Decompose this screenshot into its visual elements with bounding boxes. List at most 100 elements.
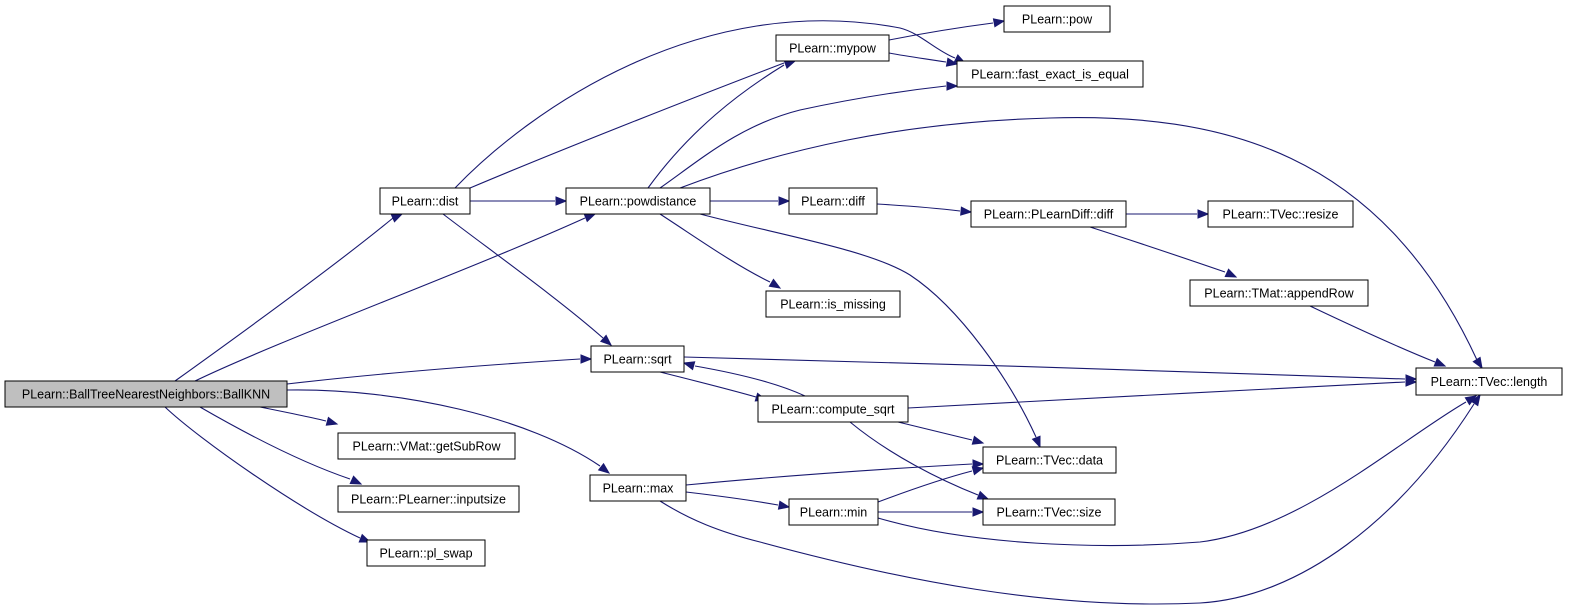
node-inputsize[interactable]: PLearn::PLearner::inputsize (337, 485, 520, 513)
node-label: PLearn::diff (801, 195, 865, 209)
arrowhead-icon (778, 196, 791, 206)
arrowhead-icon (682, 361, 696, 371)
edge-mypow-to-pow (888, 18, 1006, 41)
edge-dist-to-mypow (469, 58, 797, 189)
edge-min-to-data (877, 466, 985, 503)
arrowhead-icon (768, 278, 782, 289)
node-length[interactable]: PLearn::TVec::length (1415, 367, 1563, 396)
node-label: PLearn::compute_sqrt (772, 403, 896, 417)
arrowhead-icon (1433, 357, 1447, 367)
edge-computesqrt-to-length (907, 377, 1418, 409)
arrowhead-icon (946, 81, 959, 91)
node-mypow[interactable]: PLearn::mypow (775, 34, 890, 62)
edge-powdistance-to-fexact (659, 81, 959, 189)
edge-dist-to-sqrt (442, 213, 613, 346)
node-data[interactable]: PLearn::TVec::data (982, 446, 1117, 474)
node-resize[interactable]: PLearn::TVec::resize (1207, 200, 1354, 228)
arrowhead-icon (972, 459, 985, 469)
edge-min-to-size (878, 507, 985, 517)
node-label: PLearn::PLearnDiff::diff (984, 208, 1114, 222)
node-powdistance[interactable]: PLearn::powdistance (565, 187, 711, 215)
nodes-layer: PLearn::BallTreeNearestNeighbors::BallKN… (4, 5, 1563, 567)
edge-ballknn-to-plswap (164, 406, 372, 543)
node-dist[interactable]: PLearn::dist (379, 187, 471, 215)
node-ballknn: PLearn::BallTreeNearestNeighbors::BallKN… (4, 380, 288, 408)
node-computesqrt[interactable]: PLearn::compute_sqrt (757, 395, 909, 423)
edge-sqrt-to-length (683, 356, 1418, 384)
node-size[interactable]: PLearn::TVec::size (982, 498, 1116, 526)
edge-ballknn-to-powdistance (194, 213, 597, 382)
arrowhead-icon (1197, 209, 1210, 219)
edge-powdistance-to-diff (710, 196, 791, 206)
node-label: PLearn::powdistance (580, 195, 697, 209)
node-appendrow[interactable]: PLearn::TMat::appendRow (1189, 279, 1369, 307)
edge-powdistance-to-length (679, 117, 1483, 370)
arrowhead-icon (390, 213, 404, 223)
node-label: PLearn::TVec::resize (1222, 208, 1338, 222)
arrowhead-icon (1405, 377, 1418, 387)
edge-pldiff-to-appendrow (1089, 226, 1238, 278)
node-plswap[interactable]: PLearn::pl_swap (366, 539, 486, 567)
node-label: PLearn::VMat::getSubRow (353, 440, 502, 454)
edge-diff-to-pldiff (876, 203, 973, 216)
arrowhead-icon (992, 18, 1006, 28)
arrowhead-icon (580, 354, 593, 364)
arrowhead-icon (583, 213, 597, 223)
node-label: PLearn::pl_swap (379, 547, 472, 561)
arrowhead-icon (1031, 435, 1041, 449)
arrowhead-icon (972, 507, 985, 517)
edge-max-to-data (685, 459, 985, 486)
edge-ballknn-to-sqrt (286, 354, 593, 385)
node-pow[interactable]: PLearn::pow (1003, 5, 1111, 33)
node-label: PLearn::mypow (789, 42, 877, 56)
arrowhead-icon (599, 334, 613, 346)
edges-layer (164, 18, 1483, 605)
node-label: PLearn::TMat::appendRow (1204, 287, 1354, 301)
node-ismissing[interactable]: PLearn::is_missing (765, 290, 901, 318)
arrowhead-icon (971, 466, 985, 476)
edge-powdistance-to-mypow (647, 60, 797, 189)
arrowhead-icon (1464, 395, 1478, 406)
edge-powdistance-to-data (699, 213, 1041, 449)
node-label: PLearn::fast_exact_is_equal (971, 68, 1129, 82)
edge-computesqrt-to-sqrt (682, 361, 806, 397)
node-pldiff[interactable]: PLearn::PLearnDiff::diff (970, 200, 1127, 228)
edge-computesqrt-to-data (897, 421, 985, 445)
edge-max-to-length (659, 393, 1481, 605)
node-min[interactable]: PLearn::min (788, 498, 879, 526)
arrowhead-icon (325, 416, 339, 426)
edge-mypow-to-fexact (888, 52, 959, 67)
edge-min-to-length (877, 395, 1478, 547)
arrowhead-icon (971, 435, 985, 445)
node-sqrt[interactable]: PLearn::sqrt (590, 345, 685, 373)
node-label: PLearn::TVec::size (997, 506, 1102, 520)
arrowhead-icon (945, 57, 959, 67)
edge-dist-to-powdistance (470, 196, 568, 206)
node-max[interactable]: PLearn::max (589, 474, 687, 502)
edge-appendrow-to-length (1309, 305, 1447, 367)
node-diff[interactable]: PLearn::diff (788, 187, 878, 215)
edge-pldiff-to-resize (1126, 209, 1210, 219)
arrowhead-icon (597, 462, 611, 474)
node-label: PLearn::max (603, 482, 675, 496)
edge-powdistance-to-ismissing (659, 213, 782, 289)
edge-max-to-min (685, 491, 791, 510)
arrowhead-icon (976, 490, 990, 500)
arrowhead-icon (783, 60, 797, 70)
node-getsubrow[interactable]: PLearn::VMat::getSubRow (337, 432, 516, 460)
arrowhead-icon (777, 500, 791, 510)
arrowhead-icon (1224, 268, 1238, 278)
edge-ballknn-to-inputsize (199, 406, 363, 485)
node-fexact[interactable]: PLearn::fast_exact_is_equal (956, 60, 1144, 88)
edge-ballknn-to-dist (174, 213, 404, 382)
node-label: PLearn::sqrt (603, 353, 672, 367)
node-label: PLearn::TVec::length (1431, 375, 1548, 389)
edge-sqrt-to-computesqrt (659, 371, 768, 402)
edge-ballknn-to-max (286, 389, 611, 474)
node-label: PLearn::BallTreeNearestNeighbors::BallKN… (22, 388, 270, 402)
node-label: PLearn::min (800, 506, 867, 520)
arrowhead-icon (1472, 356, 1483, 370)
edge-computesqrt-to-size (849, 421, 990, 500)
arrowhead-icon (1470, 393, 1481, 407)
node-label: PLearn::TVec::data (996, 454, 1103, 468)
